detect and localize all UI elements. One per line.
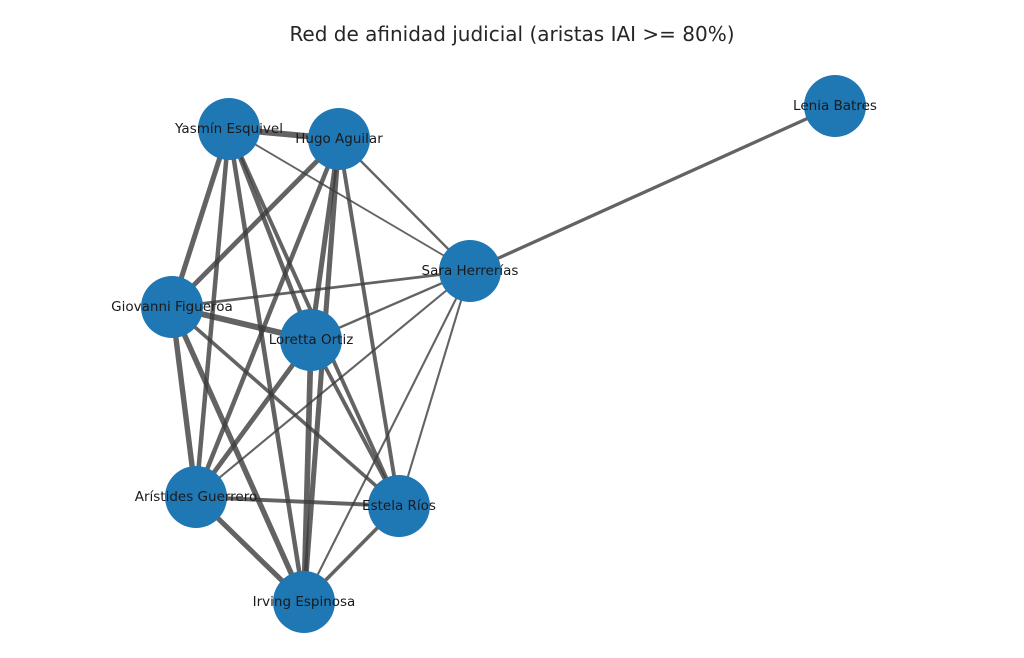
node-label-aristides: Arístides Guerrero [135, 489, 258, 505]
edge-sara-estela [397, 270, 472, 507]
edge-aristides-estela [195, 495, 400, 508]
edge-loretta-estela [309, 339, 401, 507]
edge-giovanni-aristides [169, 306, 199, 498]
node-yasmin [198, 98, 260, 160]
graph-title: Red de afinidad judicial (aristas IAI >=… [289, 22, 735, 46]
edges-layer [169, 104, 836, 604]
node-label-lenia: Lenia Batres [793, 98, 877, 114]
node-label-loretta: Loretta Ortiz [269, 332, 354, 348]
edge-yasmin-loretta [226, 128, 314, 341]
edge-hugo-aristides [193, 138, 342, 498]
edge-giovanni-irving [169, 305, 307, 604]
edge-hugo-estela [337, 138, 401, 507]
edge-loretta-aristides [194, 338, 313, 499]
edge-giovanni-estela [170, 305, 401, 508]
node-label-hugo: Hugo Aguilar [295, 131, 383, 147]
edge-lenia-sara [469, 104, 836, 273]
node-lenia [804, 75, 866, 137]
node-label-estela: Estela Ríos [362, 498, 436, 514]
node-sara [439, 240, 501, 302]
edge-loretta-irving [301, 339, 314, 603]
node-irving [273, 571, 335, 633]
nodes-layer [141, 75, 866, 633]
edge-hugo-irving [301, 138, 342, 603]
node-label-giovanni: Giovanni Figueroa [111, 299, 233, 315]
node-hugo [308, 108, 370, 170]
edge-sara-giovanni [171, 269, 471, 309]
node-giovanni [141, 276, 203, 338]
edge-sara-irving [303, 270, 471, 603]
node-estela [368, 475, 430, 537]
node-aristides [165, 466, 227, 528]
node-label-irving: Irving Espinosa [253, 594, 356, 610]
node-label-yasmin: Yasmín Esquivel [174, 121, 283, 137]
edge-hugo-giovanni [170, 137, 341, 309]
node-loretta [280, 309, 342, 371]
edge-yasmin-aristides [193, 128, 232, 498]
edge-yasmin-giovanni [169, 128, 232, 308]
node-label-sara: Sara Herrerías [422, 263, 519, 279]
edge-yasmin-irving [226, 128, 307, 603]
